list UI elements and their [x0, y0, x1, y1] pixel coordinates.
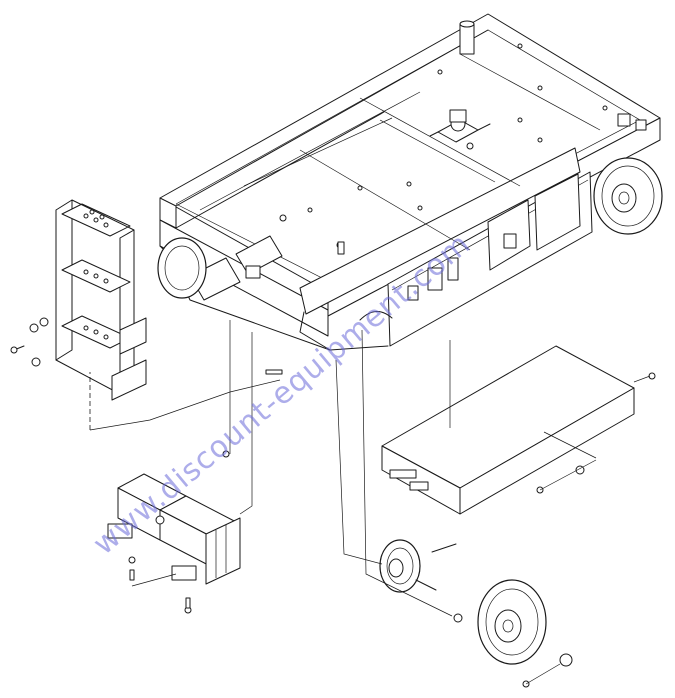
fasteners	[10, 317, 656, 688]
watermark-text: www.discount-equipment.com	[87, 226, 478, 562]
front-wheel	[477, 579, 547, 665]
watermark: www.discount-equipment.com	[87, 226, 478, 562]
leader-lines	[89, 320, 651, 685]
lift-chassis	[159, 13, 661, 351]
valve-assembly	[429, 109, 491, 150]
access-ladder	[55, 199, 147, 401]
rear-wheels	[157, 157, 663, 299]
battery-tray	[381, 345, 635, 515]
wheel-motor-hub	[379, 539, 457, 593]
pump-motor-unit	[107, 473, 241, 585]
